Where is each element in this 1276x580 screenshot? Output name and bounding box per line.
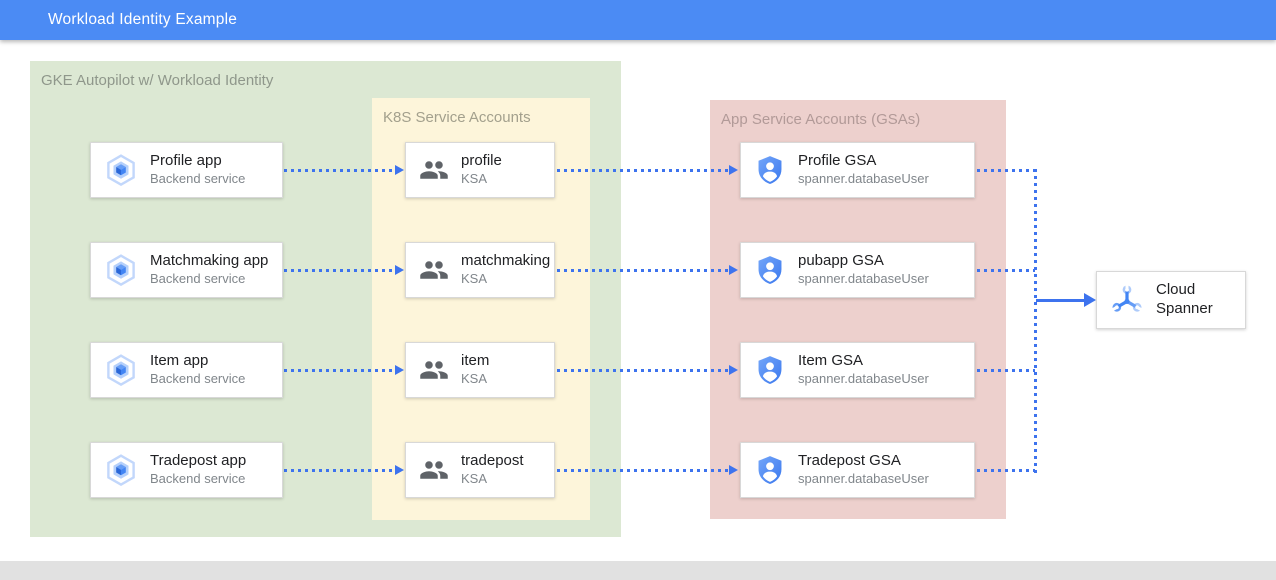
- users-icon: [419, 455, 449, 485]
- spanner-wrench-icon: [1110, 283, 1144, 317]
- arrowhead: [729, 165, 738, 175]
- arrowhead: [395, 165, 404, 175]
- shield-person-icon: [754, 354, 786, 386]
- arrowhead: [395, 465, 404, 475]
- arrowhead: [729, 265, 738, 275]
- node-subtitle: Backend service: [150, 270, 246, 286]
- node-subtitle: spanner.databaseUser: [798, 270, 929, 286]
- arrow-app-to-ksa-2: [284, 269, 395, 272]
- arrow-ksa-to-gsa-3: [557, 369, 729, 372]
- arrow-gsa-to-bus-1: [977, 169, 1035, 172]
- arrowhead: [395, 265, 404, 275]
- node-subtitle: KSA: [461, 270, 488, 286]
- arrowhead: [395, 365, 404, 375]
- node-subtitle: KSA: [461, 470, 488, 486]
- node-title: matchmaking: [461, 252, 551, 270]
- node-title: Item GSA: [798, 352, 864, 370]
- container-ksa-label: K8S Service Accounts: [383, 109, 531, 126]
- footer-strip: [0, 561, 1276, 580]
- node-title: Item app: [150, 352, 209, 370]
- node-title: Matchmaking app: [150, 252, 269, 270]
- users-icon: [419, 355, 449, 385]
- arrow-app-to-ksa-1: [284, 169, 395, 172]
- gke-workload-icon: [104, 153, 138, 187]
- node-subtitle: Backend service: [150, 470, 246, 486]
- node-subtitle: KSA: [461, 370, 488, 386]
- arrowhead: [1084, 293, 1096, 307]
- arrow-app-to-ksa-4: [284, 469, 395, 472]
- page-title: Workload Identity Example: [48, 11, 238, 28]
- gke-workload-icon: [104, 453, 138, 487]
- node-title: Tradepost GSA: [798, 452, 901, 470]
- arrow-ksa-to-gsa-1: [557, 169, 729, 172]
- node-title: item: [461, 352, 490, 370]
- container-gke-label: GKE Autopilot w/ Workload Identity: [41, 72, 274, 89]
- node-title: Tradepost app: [150, 452, 247, 470]
- node-subtitle: spanner.databaseUser: [798, 170, 929, 186]
- users-icon: [419, 155, 449, 185]
- arrow-ksa-to-gsa-2: [557, 269, 729, 272]
- arrow-gsa-to-bus-4: [977, 469, 1035, 472]
- node-subtitle: Backend service: [150, 370, 246, 386]
- arrow-gsa-to-bus-2: [977, 269, 1035, 272]
- users-icon: [419, 255, 449, 285]
- node-cloud-spanner: Cloud Spanner: [1096, 271, 1246, 329]
- bus-vertical-line: [1034, 169, 1037, 473]
- titlebar: Workload Identity Example: [0, 0, 1276, 40]
- node-subtitle: spanner.databaseUser: [798, 370, 929, 386]
- node-title: profile: [461, 152, 502, 170]
- node-subtitle: KSA: [461, 170, 488, 186]
- node-title: Profile GSA: [798, 152, 877, 170]
- node-title: tradepost: [461, 452, 524, 470]
- shield-person-icon: [754, 454, 786, 486]
- node-subtitle: Backend service: [150, 170, 246, 186]
- node-title: pubapp GSA: [798, 252, 884, 270]
- container-gsa-label: App Service Accounts (GSAs): [721, 111, 921, 128]
- arrow-app-to-ksa-3: [284, 369, 395, 372]
- node-title: Cloud Spanner: [1156, 281, 1213, 317]
- arrow-gsa-to-bus-3: [977, 369, 1035, 372]
- gke-workload-icon: [104, 253, 138, 287]
- node-title: Profile app: [150, 152, 222, 170]
- arrowhead: [729, 365, 738, 375]
- arrow-ksa-to-gsa-4: [557, 469, 729, 472]
- shield-person-icon: [754, 154, 786, 186]
- node-subtitle: spanner.databaseUser: [798, 470, 929, 486]
- arrow-bus-to-spanner: [1036, 299, 1086, 302]
- gke-workload-icon: [104, 353, 138, 387]
- arrowhead: [729, 465, 738, 475]
- shield-person-icon: [754, 254, 786, 286]
